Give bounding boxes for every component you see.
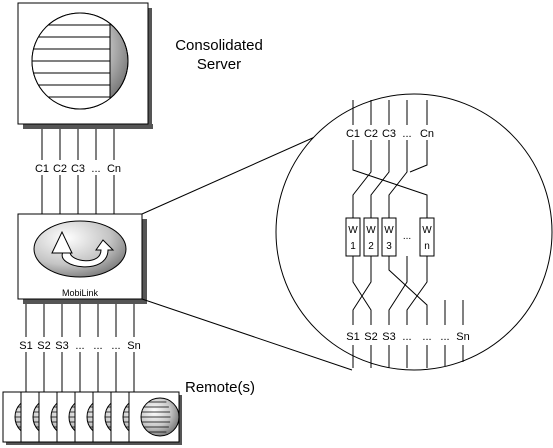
- worker-index: 2: [368, 241, 374, 252]
- detail-top-channel-label: C2: [364, 128, 378, 140]
- server-channel-label: C1: [35, 163, 49, 175]
- worker-label: W: [422, 225, 432, 236]
- zoom-connector-lines: [141, 127, 353, 371]
- remote-databases-stack: [2, 391, 182, 445]
- worker-label: W: [384, 225, 394, 236]
- detail-top-channel-label: Cn: [420, 128, 434, 140]
- server-channel-label: C3: [71, 163, 85, 175]
- remote-channel-label: ...: [75, 340, 84, 352]
- remote-channel-label: Sn: [127, 340, 140, 352]
- database-icon: [140, 397, 180, 437]
- server-channel-label: Cn: [107, 163, 121, 175]
- remote-channel-labels: S1 S2 S3 ... ... ... Sn: [19, 340, 140, 352]
- worker-box: W 3: [381, 217, 397, 257]
- server-channel-label: C2: [53, 163, 67, 175]
- server-title-line2: Server: [197, 56, 241, 73]
- detail-top-channel-label: C3: [382, 128, 396, 140]
- mobilink-node: MobiLink: [17, 213, 147, 304]
- remote-channel-label: ...: [111, 340, 120, 352]
- remote-channel-label: ...: [93, 340, 102, 352]
- worker-box: W 1: [345, 217, 361, 257]
- detail-top-channel-labels: C1 C2 C3 ... Cn: [346, 128, 434, 140]
- detail-bottom-channel-label: S3: [382, 331, 395, 343]
- worker-ellipsis: ...: [400, 228, 414, 242]
- detail-top-channel-label: C1: [346, 128, 360, 140]
- consolidated-server-node: [17, 2, 153, 129]
- worker-label: W: [348, 225, 358, 236]
- worker-boxes: W 1 W 2 W 3 ... W n: [345, 217, 435, 257]
- remote-channel-label: S3: [55, 340, 68, 352]
- detail-bottom-channel-label: Sn: [456, 331, 469, 343]
- detail-bottom-channel-label: ...: [402, 331, 411, 343]
- worker-label: ...: [403, 231, 411, 242]
- worker-label: W: [366, 225, 376, 236]
- remote-channel-label: S2: [37, 340, 50, 352]
- remotes-label: Remote(s): [185, 379, 255, 396]
- detail-bottom-channel-labels: S1 S2 S3 ... ... ... Sn: [346, 331, 469, 343]
- detail-bottom-channel-label: ...: [422, 331, 431, 343]
- mobilink-label: MobiLink: [62, 288, 99, 298]
- worker-box: W 2: [363, 217, 379, 257]
- sync-cycle-icon: [33, 220, 127, 278]
- worker-index: n: [424, 241, 430, 252]
- worker-index: 1: [350, 241, 356, 252]
- worker-routing-lines: [352, 100, 464, 368]
- worker-index: 3: [386, 241, 392, 252]
- server-channel-label: ...: [91, 163, 100, 175]
- remote-channel-label: S1: [19, 340, 32, 352]
- server-title-line1: Consolidated: [175, 37, 263, 54]
- worker-box: W n: [419, 217, 435, 257]
- remote-database-card: [128, 391, 182, 445]
- detail-top-channel-label: ...: [402, 128, 411, 140]
- detail-bottom-channel-label: S2: [364, 331, 377, 343]
- detail-bottom-channel-label: ...: [440, 331, 449, 343]
- detail-bottom-channel-label: S1: [346, 331, 359, 343]
- server-channel-labels: C1 C2 C3 ... Cn: [35, 163, 121, 175]
